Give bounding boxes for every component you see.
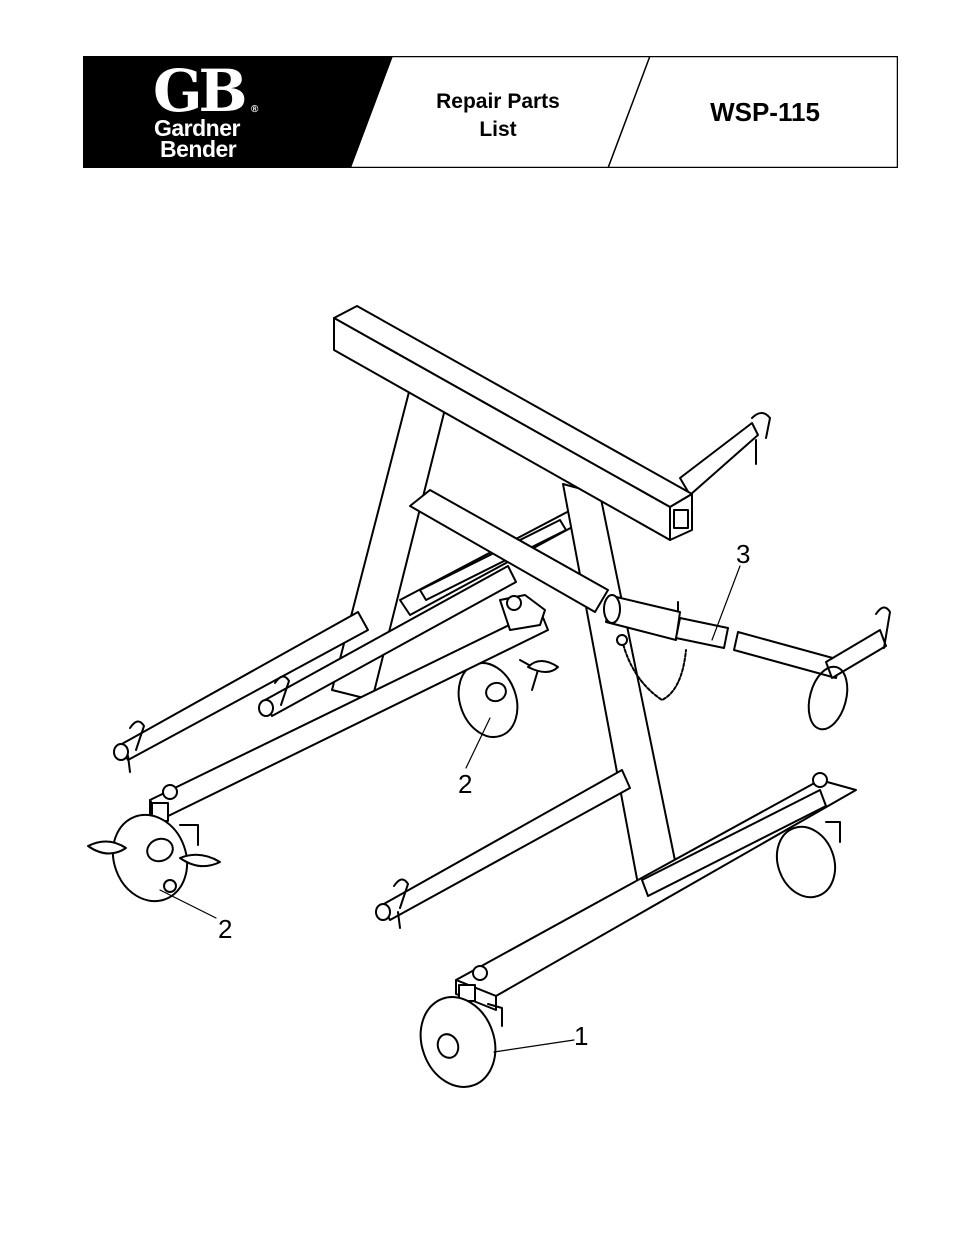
callout-3: 3 <box>736 540 750 568</box>
right-leg <box>563 484 680 895</box>
left-outer-rod <box>114 612 368 772</box>
leader-2-lower <box>160 890 216 918</box>
bolt-rear-right <box>813 773 827 787</box>
caster-front-left <box>88 804 220 911</box>
callout-1: 1 <box>574 1022 588 1050</box>
callout-2-lower: 2 <box>218 915 232 943</box>
rear-right-rod <box>680 413 770 495</box>
bolt-rear-left <box>507 596 521 610</box>
leader-1 <box>494 1040 574 1052</box>
bolt-front-left <box>163 785 177 799</box>
callout-2-upper: 2 <box>458 770 472 798</box>
bolt-front-right <box>473 966 487 980</box>
